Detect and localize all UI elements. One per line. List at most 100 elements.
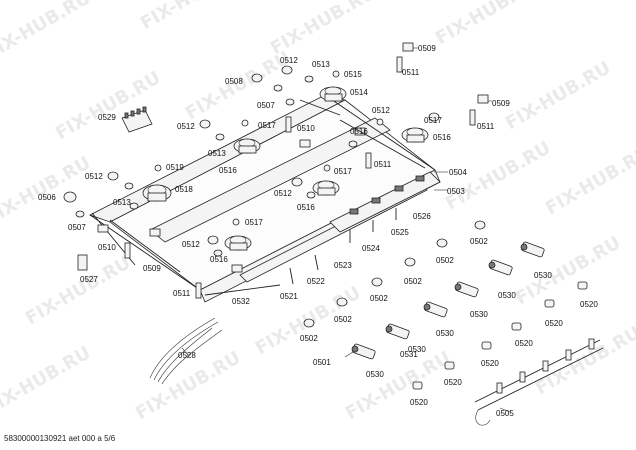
part-label: 0524 xyxy=(362,244,380,253)
part-label: 0511 xyxy=(402,68,420,77)
terminal-connector xyxy=(77,254,88,271)
part-label: 0502 xyxy=(436,256,454,265)
washer xyxy=(306,191,316,199)
part-label: 0530 xyxy=(408,345,426,354)
burner-base xyxy=(319,86,347,102)
screw-cap xyxy=(428,112,440,122)
washer xyxy=(129,202,139,210)
manifold-valve-seat xyxy=(415,175,425,182)
part-label: 0521 xyxy=(280,292,298,301)
seal-rings xyxy=(303,220,486,328)
clip-part xyxy=(97,224,109,233)
part-label: 0519 xyxy=(166,163,184,172)
ignition-wire xyxy=(153,321,219,381)
part-label: 0510 xyxy=(98,243,116,252)
part-label: 0513 xyxy=(113,198,131,207)
ignition-wire xyxy=(157,327,213,383)
burner-base xyxy=(224,235,252,251)
washer xyxy=(304,75,314,83)
screw xyxy=(232,218,240,226)
gas-tube xyxy=(289,267,294,285)
watermark: FIX-HUB.RU xyxy=(342,347,454,424)
part-label: 0512 xyxy=(274,189,292,198)
part-label: 0507 xyxy=(68,223,86,232)
clip-part xyxy=(402,42,414,52)
part-label: 0530 xyxy=(436,329,454,338)
ignition-wire xyxy=(161,329,223,385)
washer xyxy=(285,98,295,106)
gas-valve xyxy=(488,259,513,276)
part-label: 0502 xyxy=(404,277,422,286)
part-label: 0505 xyxy=(496,409,514,418)
part-label: 0526 xyxy=(413,212,431,221)
valve-rail xyxy=(474,338,604,426)
gas-valve xyxy=(423,301,448,318)
part-number-labels: 0509 0511 0512 0513 0515 0508 0514 0507 … xyxy=(38,44,598,418)
frame-mount-tab xyxy=(231,264,243,273)
washer xyxy=(124,182,134,190)
part-label: 0503 xyxy=(447,187,465,196)
gas-valve xyxy=(520,241,545,258)
sleeve xyxy=(444,361,455,370)
part-label: 0517 xyxy=(258,121,276,130)
spark-electrode xyxy=(396,56,403,73)
part-label: 0517 xyxy=(424,116,442,125)
manifold-valve-seat xyxy=(371,197,381,204)
burner-base xyxy=(142,184,172,202)
washer xyxy=(75,210,85,218)
elbow-fitting xyxy=(251,73,263,83)
screw xyxy=(323,164,331,172)
screw-cap xyxy=(207,235,219,245)
part-label: 0512 xyxy=(177,122,195,131)
burner-base xyxy=(312,180,340,196)
washer xyxy=(348,140,358,148)
gas-tube xyxy=(109,219,181,273)
part-label: 0511 xyxy=(477,122,495,131)
part-label: 0502 xyxy=(370,294,388,303)
clip-part xyxy=(477,94,489,104)
seal-ring xyxy=(404,257,416,267)
part-label: 0520 xyxy=(515,339,533,348)
spark-electrode xyxy=(285,116,292,133)
spark-electrode xyxy=(365,152,372,169)
sleeve xyxy=(511,322,522,331)
part-label: 0517 xyxy=(334,167,352,176)
part-label: 0520 xyxy=(545,319,563,328)
part-label: 0507 xyxy=(257,101,275,110)
washer xyxy=(215,133,225,141)
part-label: 0509 xyxy=(418,44,436,53)
valve-knob-sleeves xyxy=(412,281,588,390)
part-label: 0528 xyxy=(178,351,196,360)
manifold-valve-seat xyxy=(394,185,404,192)
part-label: 0518 xyxy=(175,185,193,194)
watermark: FIX-HUB.RU xyxy=(0,0,94,64)
ignition-wiring xyxy=(149,317,223,385)
watermark: FIX-HUB.RU xyxy=(432,0,544,49)
spark-electrode xyxy=(469,109,476,126)
part-label: 0530 xyxy=(470,310,488,319)
seal-ring xyxy=(303,318,315,328)
part-label: 0510 xyxy=(297,124,315,133)
part-label: 0520 xyxy=(481,359,499,368)
small-parts xyxy=(63,42,489,299)
ignition-wire xyxy=(149,317,216,379)
part-label: 0532 xyxy=(232,297,250,306)
screw-cap xyxy=(291,177,303,187)
part-label: 0512 xyxy=(182,240,200,249)
part-label: 0516 xyxy=(210,255,228,264)
screw xyxy=(332,70,340,78)
gas-tube xyxy=(339,119,426,169)
rail-wire xyxy=(475,409,491,426)
part-label: 0513 xyxy=(208,149,226,158)
gas-valve xyxy=(351,343,376,360)
manifold-valve-seat xyxy=(349,208,359,215)
part-label: 0531 xyxy=(400,350,418,359)
part-label: 0512 xyxy=(372,106,390,115)
elbow-fitting xyxy=(63,191,77,203)
part-label: 0530 xyxy=(534,271,552,280)
gas-valve xyxy=(454,281,479,298)
part-label: 0509 xyxy=(143,264,161,273)
part-label: 0516 xyxy=(350,127,368,136)
spark-module xyxy=(121,106,153,133)
part-label: 0516 xyxy=(219,166,237,175)
